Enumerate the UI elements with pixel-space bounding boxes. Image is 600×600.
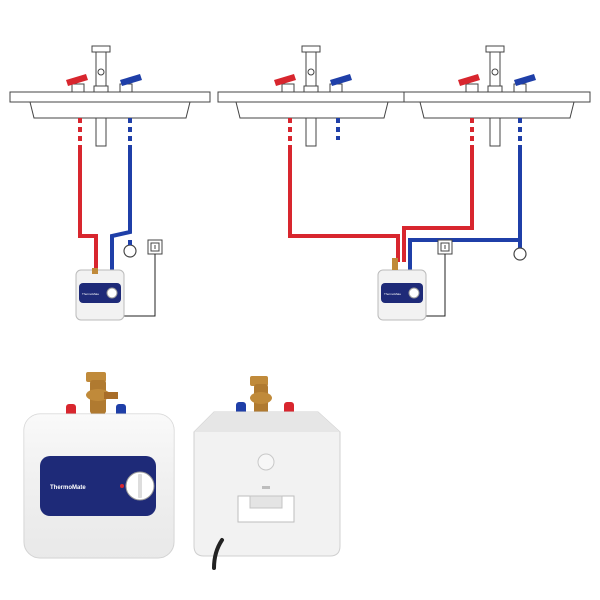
water-heater-small: ThermoMate [75,268,125,321]
cold-handle-right [513,74,536,93]
drain-pipe [95,117,107,147]
power-cord [212,538,224,570]
brand-label-large: ThermoMate [50,485,86,491]
hot-handle-right [458,74,480,93]
power-cord [120,254,156,317]
front-panel [40,456,156,516]
sink-basin [9,91,211,119]
pressure-relief-valve-icon [86,372,118,414]
power-cord [426,254,446,317]
single-sink-diagram: ThermoMate [9,45,211,321]
hot-handle-left [274,74,296,93]
brand-label: ThermoMate [82,292,99,296]
mounting-bracket [237,486,295,523]
shutoff-valve-icon [123,244,137,258]
brand-label: ThermoMate [384,292,401,296]
faucet-left [301,45,321,93]
shutoff-valve-icon [513,247,527,261]
water-heater-small: ThermoMate [377,258,427,321]
faucet [91,45,111,93]
hot-handle [66,74,88,93]
thermostat-dial-icon [125,471,155,501]
power-outlet-icon [437,239,453,255]
sink-basin-left [217,91,405,119]
hot-water-pipe-right [402,146,474,262]
hot-water-pipe [78,146,98,272]
cold-handle [119,74,142,93]
hot-water-pipe-left [288,146,400,262]
pressure-relief-valve-icon [250,376,272,416]
double-sink-diagram: ThermoMate [217,45,591,321]
faucet-right [485,45,505,93]
power-outlet-icon [147,239,163,255]
cold-handle-left [329,74,352,93]
cold-water-pipe [110,146,132,272]
heater-back-view [193,376,341,570]
sink-basin-right [403,91,591,119]
heater-front-view: ThermoMate [23,372,175,559]
cold-water-pipe [408,146,522,272]
